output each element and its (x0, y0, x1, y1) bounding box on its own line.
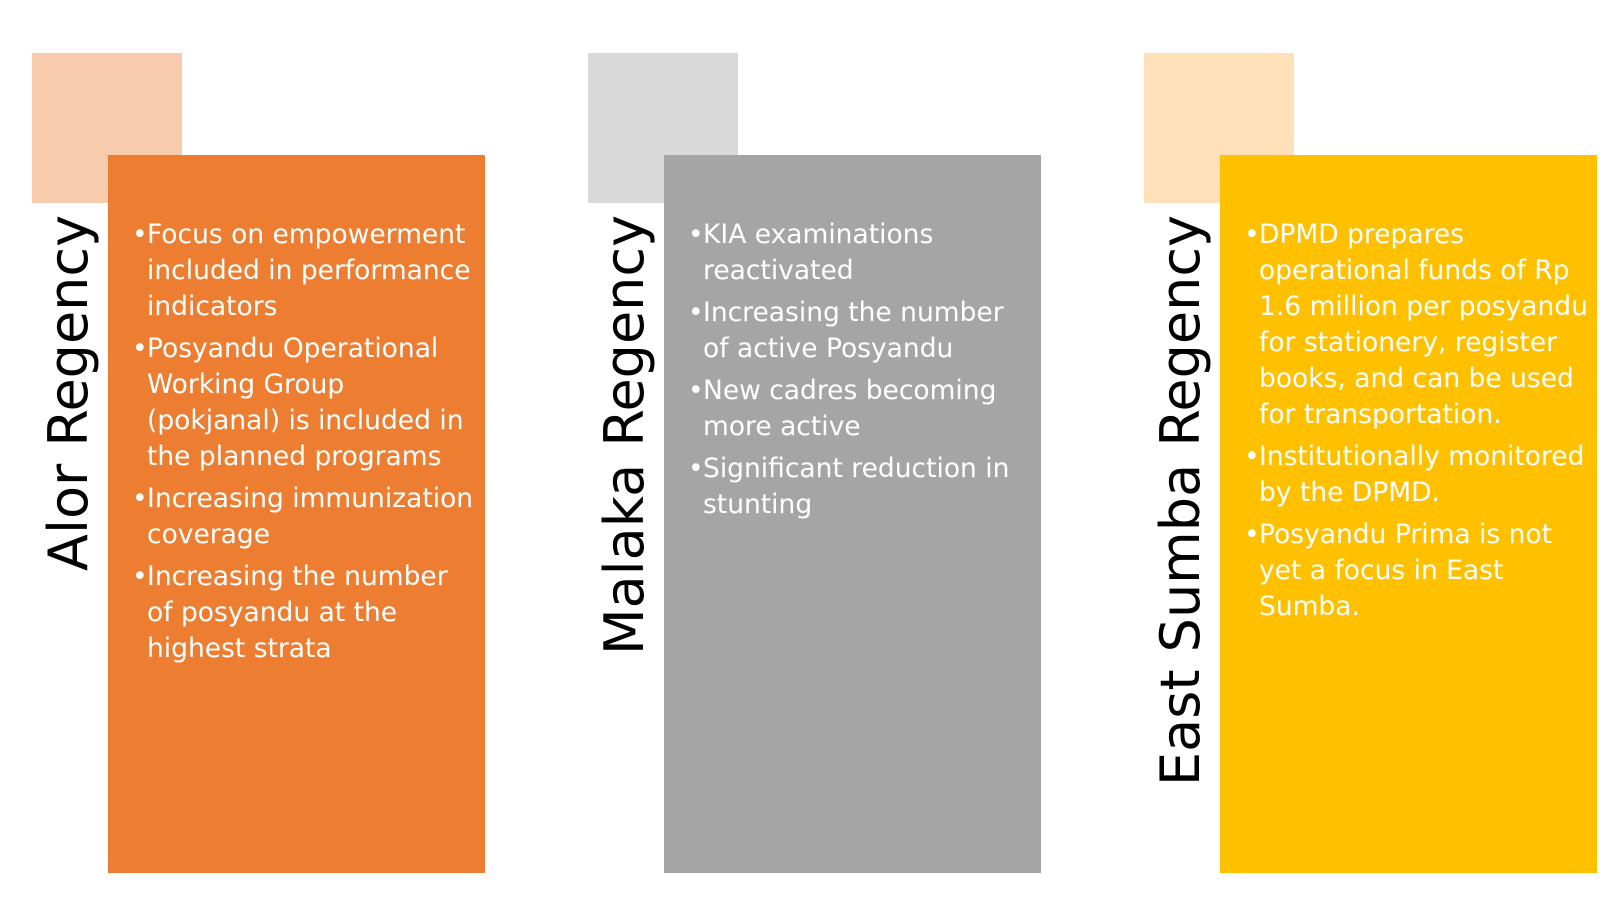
bullet-icon: • (1244, 519, 1260, 550)
list-item: •Institutionally monitored by the DPMD. (1244, 439, 1589, 511)
content-panel: •KIA examinations reactivated •Increasin… (664, 155, 1041, 873)
list-item: •Increasing immunization coverage (132, 481, 477, 553)
list-item: •Focus on empowerment included in perfor… (132, 217, 477, 325)
column-malaka: •KIA examinations reactivated •Increasin… (556, 0, 1096, 922)
bullet-list: •KIA examinations reactivated •Increasin… (688, 217, 1033, 529)
region-title: East Sumba Regency (1149, 214, 1212, 786)
list-item: •New cadres becoming more active (688, 373, 1033, 445)
item-text: Institutionally monitored by the DPMD. (1259, 441, 1585, 508)
list-item: •KIA examinations reactivated (688, 217, 1033, 289)
bullet-icon: • (1244, 219, 1260, 250)
bullet-list: •Focus on empowerment included in perfor… (132, 217, 477, 673)
item-text: New cadres becoming more active (703, 375, 997, 442)
bullet-icon: • (688, 453, 704, 484)
content-panel: •Focus on empowerment included in perfor… (108, 155, 485, 873)
bullet-icon: • (688, 375, 704, 406)
item-text: DPMD prepares operational funds of Rp 1.… (1259, 219, 1588, 430)
item-text: Posyandu Prima is not yet a focus in Eas… (1259, 519, 1553, 622)
list-item: •Posyandu Prima is not yet a focus in Ea… (1244, 517, 1589, 625)
bullet-icon: • (688, 219, 704, 250)
region-title: Malaka Regency (593, 214, 656, 655)
item-text: KIA examinations reactivated (703, 219, 934, 286)
list-item: •DPMD prepares operational funds of Rp 1… (1244, 217, 1589, 433)
item-text: Increasing immunization coverage (147, 483, 474, 550)
bullet-icon: • (1244, 441, 1260, 472)
bullet-icon: • (132, 333, 148, 364)
item-text: Focus on empowerment included in perform… (147, 219, 471, 322)
list-item: •Posyandu Operational Working Group (pok… (132, 331, 477, 475)
bullet-list: •DPMD prepares operational funds of Rp 1… (1244, 217, 1589, 631)
item-text: Increasing the number of posyandu at the… (147, 561, 448, 664)
list-item: •Significant reduction in stunting (688, 451, 1033, 523)
item-text: Significant reduction in stunting (703, 453, 1010, 520)
content-panel: •DPMD prepares operational funds of Rp 1… (1220, 155, 1597, 873)
column-east-sumba: •DPMD prepares operational funds of Rp 1… (1112, 0, 1600, 922)
item-text: Posyandu Operational Working Group (pokj… (147, 333, 464, 472)
bullet-icon: • (688, 297, 704, 328)
list-item: •Increasing the number of active Posyand… (688, 295, 1033, 367)
bullet-icon: • (132, 561, 148, 592)
list-item: •Increasing the number of posyandu at th… (132, 559, 477, 667)
region-title: Alor Regency (37, 214, 100, 571)
bullet-icon: • (132, 219, 148, 250)
column-alor: •Focus on empowerment included in perfor… (0, 0, 540, 922)
bullet-icon: • (132, 483, 148, 514)
item-text: Increasing the number of active Posyandu (703, 297, 1004, 364)
